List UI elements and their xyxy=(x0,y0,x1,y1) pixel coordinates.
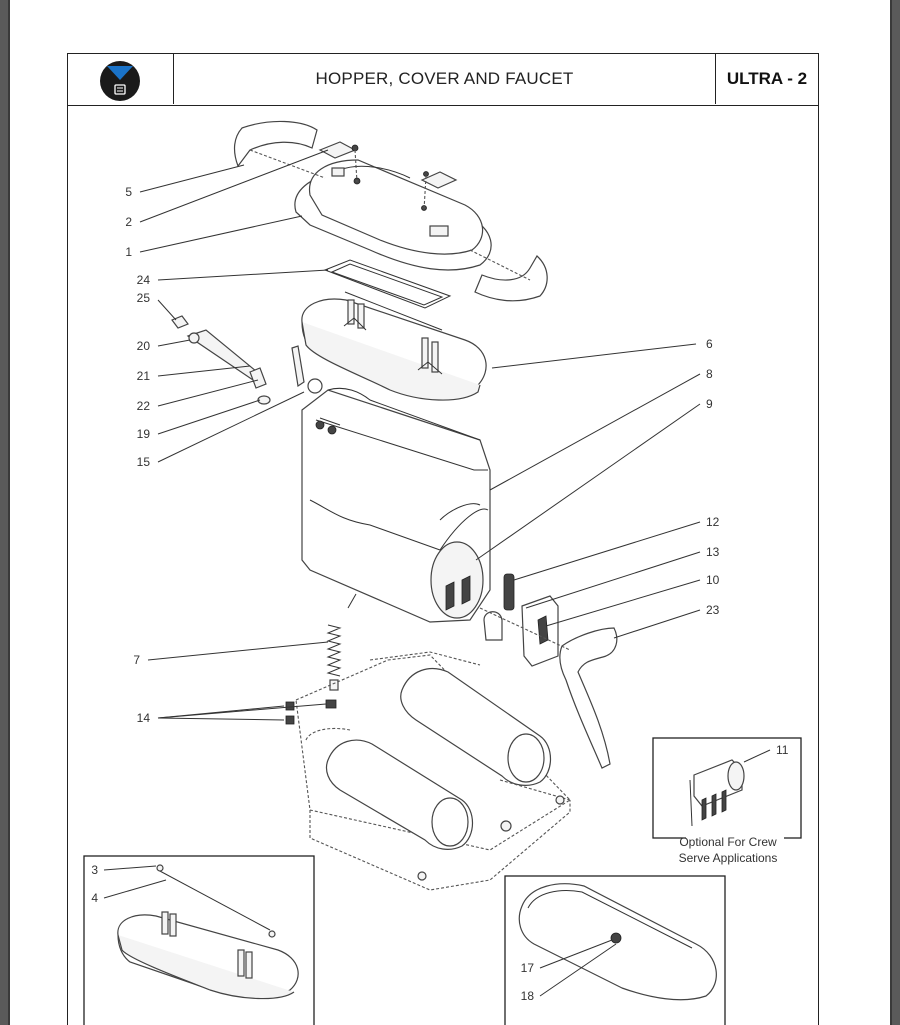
cover-assembly xyxy=(233,120,548,302)
machine-base-dashed xyxy=(295,651,571,891)
leader-lines xyxy=(103,149,771,997)
sheet-header: HOPPER, COVER AND FAUCET ULTRA - 2 xyxy=(68,54,818,106)
callout-20: 20 xyxy=(137,339,151,353)
logo-cell xyxy=(68,54,174,104)
inset-lid-with-agitator xyxy=(83,855,315,1025)
page-title: HOPPER, COVER AND FAUCET xyxy=(315,69,574,88)
callout-4: 4 xyxy=(91,891,98,905)
callout-2: 2 xyxy=(125,215,132,229)
callout-10: 10 xyxy=(706,573,720,587)
faucet-assembly xyxy=(479,573,618,769)
callout-8: 8 xyxy=(706,367,713,381)
brand-logo-icon xyxy=(100,61,140,101)
callout-18: 18 xyxy=(521,989,535,1003)
document-page: HOPPER, COVER AND FAUCET ULTRA - 2 xyxy=(8,0,892,1025)
callout-22: 22 xyxy=(137,399,151,413)
exploded-parts-diagram: Optional For Crew Serve Applications xyxy=(83,120,802,1025)
callout-17: 17 xyxy=(521,961,535,975)
callout-6: 6 xyxy=(706,337,713,351)
hopper-body xyxy=(301,387,491,623)
spring-and-fittings xyxy=(285,593,357,725)
callout-9: 9 xyxy=(706,397,713,411)
callout-23: 23 xyxy=(706,603,720,617)
callout-19: 19 xyxy=(137,427,151,441)
inset-note-line2: Serve Applications xyxy=(679,851,778,865)
callout-labels: 5 2 1 24 25 20 21 22 19 15 6 8 9 12 13 1… xyxy=(91,185,788,1003)
callout-25: 25 xyxy=(137,291,151,305)
callout-21: 21 xyxy=(137,369,151,383)
callout-13: 13 xyxy=(706,545,720,559)
callout-5: 5 xyxy=(125,185,132,199)
parts-sheet: HOPPER, COVER AND FAUCET ULTRA - 2 xyxy=(67,53,819,1025)
callout-14: 14 xyxy=(137,711,151,725)
inset-note-line1: Optional For Crew xyxy=(679,835,777,849)
callout-12: 12 xyxy=(706,515,720,529)
callout-24: 24 xyxy=(137,273,151,287)
inset-gasket xyxy=(504,875,726,1025)
callout-3: 3 xyxy=(91,863,98,877)
callout-15: 15 xyxy=(137,455,151,469)
hopper-lid xyxy=(301,259,487,401)
callout-7: 7 xyxy=(133,653,140,667)
inset-crew-serve: Optional For Crew Serve Applications xyxy=(652,737,802,865)
agitator-small-parts xyxy=(171,315,323,405)
callout-11: 11 xyxy=(776,743,789,757)
callout-1: 1 xyxy=(125,245,132,259)
model-label: ULTRA - 2 xyxy=(715,54,818,104)
